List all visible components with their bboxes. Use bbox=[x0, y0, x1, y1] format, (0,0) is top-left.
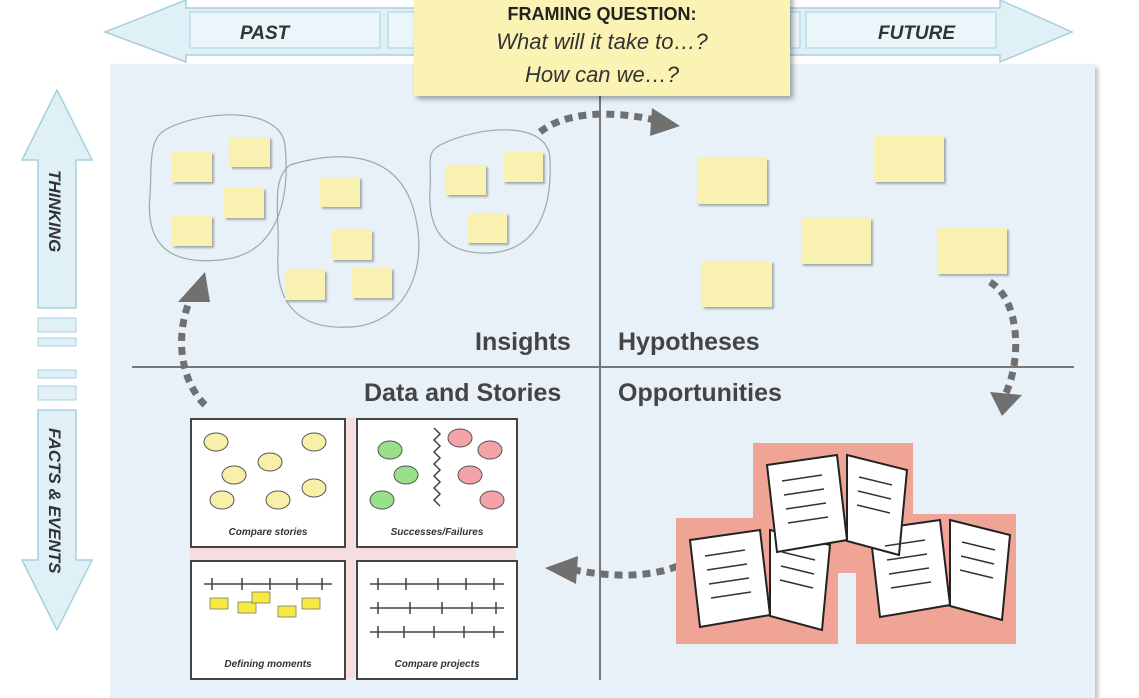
defining-moments-card: Defining moments bbox=[190, 560, 346, 680]
framing-question-heading: FRAMING QUESTION: bbox=[507, 4, 697, 24]
sticky-note bbox=[702, 261, 772, 307]
framing-question-box: FRAMING QUESTION: What will it take to…?… bbox=[414, 0, 790, 96]
framing-question-line2: How can we…? bbox=[524, 62, 680, 87]
sticky-note bbox=[801, 218, 871, 264]
sticky-note bbox=[467, 213, 507, 243]
abstraction-axis-arrow bbox=[20, 88, 94, 632]
sticky-note bbox=[172, 152, 212, 182]
cards-cross-highlight-v bbox=[343, 418, 355, 678]
timeline-notes bbox=[204, 578, 332, 618]
success-failure-dots bbox=[369, 427, 505, 510]
defining-moments-label: Defining moments bbox=[224, 659, 312, 670]
sticky-note bbox=[230, 137, 270, 167]
compare-projects-label: Compare projects bbox=[394, 659, 480, 670]
sticky-note bbox=[937, 228, 1007, 274]
sticky-note bbox=[332, 230, 372, 260]
horizontal-divider bbox=[132, 366, 1074, 368]
data-stories-label: Data and Stories bbox=[364, 379, 562, 407]
sticky-note bbox=[697, 158, 767, 204]
sticky-note bbox=[224, 188, 264, 218]
past-label: PAST bbox=[240, 23, 290, 44]
sticky-note bbox=[446, 165, 486, 195]
successes-failures-label: Successes/Failures bbox=[390, 527, 484, 538]
sticky-note bbox=[172, 216, 212, 246]
sticky-note bbox=[352, 268, 392, 298]
vertical-divider bbox=[599, 96, 601, 680]
sticky-note bbox=[874, 136, 944, 182]
hypotheses-label: Hypotheses bbox=[618, 328, 760, 356]
compare-projects-card: Compare projects bbox=[356, 560, 518, 680]
future-label: FUTURE bbox=[878, 23, 956, 44]
thinking-label: THINKING bbox=[45, 170, 64, 253]
facts-events-label: FACTS & EVENTS bbox=[45, 428, 64, 574]
sticky-note bbox=[320, 177, 360, 207]
opportunities-label: Opportunities bbox=[618, 379, 782, 407]
insight-clusters bbox=[148, 114, 551, 328]
insights-label: Insights bbox=[475, 328, 571, 356]
sticky-note bbox=[503, 152, 543, 182]
successes-failures-card: Successes/Failures bbox=[356, 418, 518, 548]
yellow-dots bbox=[203, 432, 327, 510]
framing-question-line1: What will it take to…? bbox=[496, 29, 708, 54]
compare-stories-card: Compare stories bbox=[190, 418, 346, 548]
sticky-note bbox=[285, 270, 325, 300]
compare-stories-label: Compare stories bbox=[228, 527, 308, 538]
project-timelines bbox=[370, 578, 504, 638]
